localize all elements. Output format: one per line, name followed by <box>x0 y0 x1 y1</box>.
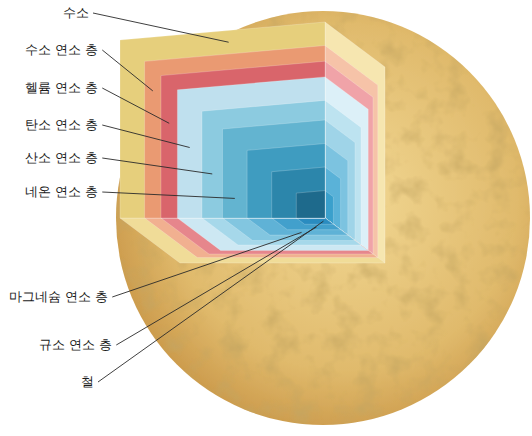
shell-layer <box>161 61 325 218</box>
leader-line <box>102 158 212 174</box>
shell-layer <box>120 218 385 263</box>
layer-label: 수소 연소 층 <box>24 42 99 58</box>
leader-line <box>116 227 316 345</box>
shell-layer <box>161 218 373 254</box>
layer-label: 탄소 연소 층 <box>24 117 99 133</box>
shell-layer <box>202 218 361 245</box>
left-cut-face <box>120 22 325 218</box>
shell-layer <box>145 46 325 218</box>
leader-line <box>102 88 169 123</box>
layer-label: 규소 연소 층 <box>38 337 113 353</box>
layer-label: 산소 연소 층 <box>24 150 99 166</box>
layer-label: 헬륨 연소 층 <box>24 80 99 96</box>
leader-line <box>102 192 235 198</box>
shell-layer <box>120 22 325 218</box>
shell-layer <box>177 218 368 250</box>
shell-layer <box>145 218 378 258</box>
shell-layer <box>272 167 325 218</box>
shell-layer <box>272 218 341 230</box>
shell-layer <box>223 120 326 218</box>
shell-layer <box>202 100 325 218</box>
shell-layer <box>296 218 333 224</box>
leader-line <box>102 125 189 148</box>
layer-label: 철 <box>80 374 95 390</box>
layer-label: 마그네슘 연소 층 <box>8 289 109 305</box>
shell-layer <box>247 144 325 218</box>
leader-line <box>102 50 153 91</box>
layer-label: 네온 연소 층 <box>24 184 99 200</box>
layer-label: 수소 <box>62 5 90 21</box>
leader-line <box>112 232 301 297</box>
bottom-cut-face <box>120 218 385 263</box>
shell-layer <box>296 191 325 218</box>
leader-line <box>98 221 323 382</box>
shell-layer <box>247 218 348 235</box>
cutaway-layers <box>120 22 385 263</box>
leader-line <box>93 13 229 42</box>
star-surface <box>116 11 530 425</box>
